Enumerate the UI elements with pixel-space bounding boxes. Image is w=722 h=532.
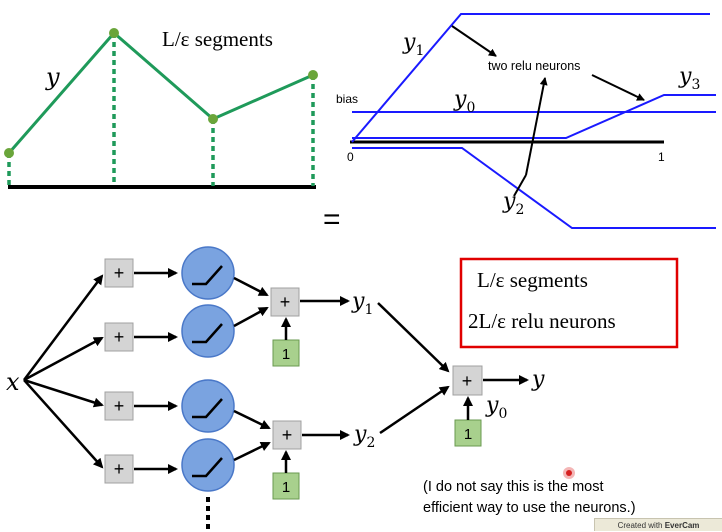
arrow-x-to-plus-3 xyxy=(23,378,104,408)
neuron-to-sum-arrows xyxy=(233,276,271,462)
input-arrows xyxy=(23,274,104,469)
relu-decomposition-plot: 0 1 bias y1 y0 y2 y3 two relu neurons = xyxy=(323,13,716,236)
piecewise-function-plot: y L/ε segments xyxy=(4,27,318,189)
annotation-arrow-y2-lower xyxy=(513,174,527,197)
segments-label: L/ε segments xyxy=(162,27,273,51)
plus-box: + xyxy=(104,454,134,484)
network-diagram: x + + + + xyxy=(6,246,545,529)
note-line-1: (I do not say this is the most xyxy=(423,479,604,495)
svg-text:1: 1 xyxy=(282,346,290,363)
relu-y2-label: y2 xyxy=(502,189,524,218)
plus-box: + xyxy=(104,322,134,352)
relu-icon xyxy=(192,323,223,344)
relu-neuron xyxy=(181,246,235,300)
vertex-dot xyxy=(208,114,218,124)
final-bias-box: 1 xyxy=(454,419,482,447)
bias-box: 1 xyxy=(272,339,300,367)
output-y-label: y xyxy=(531,367,545,392)
input-x-label: x xyxy=(6,368,20,396)
svg-text:+: + xyxy=(114,396,125,416)
more-neurons-ellipsis xyxy=(206,497,210,529)
svg-text:1: 1 xyxy=(282,479,290,496)
summary-box: L/ε segments 2L/ε relu neurons xyxy=(459,257,679,349)
relu-icon xyxy=(192,265,223,286)
network-y1-label: y1 xyxy=(351,289,373,318)
svg-text:1: 1 xyxy=(464,426,472,443)
annotation-arrow-y1 xyxy=(451,25,497,57)
relu-neuron xyxy=(181,379,235,433)
svg-text:+: + xyxy=(114,263,125,283)
bias-box: 1 xyxy=(272,472,300,500)
dotted-drop-lines xyxy=(7,33,315,186)
vertex-dot xyxy=(4,148,14,158)
arrow-x-to-plus-2 xyxy=(23,336,104,382)
final-y0-label: y0 xyxy=(485,393,507,422)
evercam-watermark: Created with EverCam xyxy=(594,518,722,531)
plus-box: + xyxy=(104,258,134,288)
relu-curve-y2 xyxy=(352,147,716,229)
relu-y0-label: y0 xyxy=(453,87,475,116)
piecewise-curve xyxy=(7,30,314,154)
relu-icon xyxy=(192,398,223,419)
annotation-arrows xyxy=(451,25,645,197)
equals-sign: = xyxy=(323,203,341,236)
arrow xyxy=(233,276,269,297)
svg-text:+: + xyxy=(280,292,291,312)
note-line-2: efficient way to use the neurons.) xyxy=(423,500,636,516)
svg-text:+: + xyxy=(462,371,473,391)
relu-neuron xyxy=(181,438,235,492)
watermark-prefix: Created with xyxy=(617,521,665,530)
relu-curve-y1 xyxy=(351,13,710,143)
annotation-arrow-y3 xyxy=(591,74,645,101)
summary-box-border xyxy=(459,257,679,349)
efficiency-note: (I do not say this is the most efficient… xyxy=(423,479,636,516)
arrow xyxy=(233,306,269,328)
annotation-arrow-y2-upper xyxy=(525,77,548,176)
arrow xyxy=(233,441,271,462)
relu-y3-label: y3 xyxy=(678,64,700,93)
plus-to-neuron-arrows xyxy=(134,268,178,474)
svg-text:+: + xyxy=(114,327,125,347)
cursor-indicator xyxy=(563,467,575,479)
relu-curves xyxy=(351,13,716,229)
plus-box: + xyxy=(104,391,134,421)
sum-box-y1: + xyxy=(270,287,300,317)
tick-one: 1 xyxy=(658,150,665,164)
relu-icon xyxy=(192,457,223,478)
curve-y-label: y xyxy=(45,63,60,91)
relu-neuron xyxy=(181,304,235,358)
tick-zero: 0 xyxy=(347,150,354,164)
summary-line-1: L/ε segments xyxy=(477,268,588,292)
annotation-two-relu: two relu neurons xyxy=(488,59,580,73)
bias-label: bias xyxy=(336,92,358,106)
arrow-x-to-plus-1 xyxy=(23,274,104,381)
arrow-y2-to-final xyxy=(379,385,450,435)
watermark-brand: EverCam xyxy=(664,521,700,530)
vertex-dot xyxy=(109,28,119,38)
svg-text:+: + xyxy=(282,425,293,445)
sum-box-y2: + xyxy=(272,420,302,450)
arrow-y1-to-final xyxy=(377,302,450,373)
vertex-dot xyxy=(308,70,318,80)
arrow-x-to-plus-4 xyxy=(23,379,104,469)
summary-line-2: 2L/ε relu neurons xyxy=(468,309,616,333)
network-y2-label: y2 xyxy=(353,422,375,451)
arrow xyxy=(233,409,271,430)
relu-curve-y3 xyxy=(352,94,716,139)
svg-text:+: + xyxy=(114,459,125,479)
relu-y1-label: y1 xyxy=(402,30,424,59)
final-sum-box: + xyxy=(452,365,483,396)
